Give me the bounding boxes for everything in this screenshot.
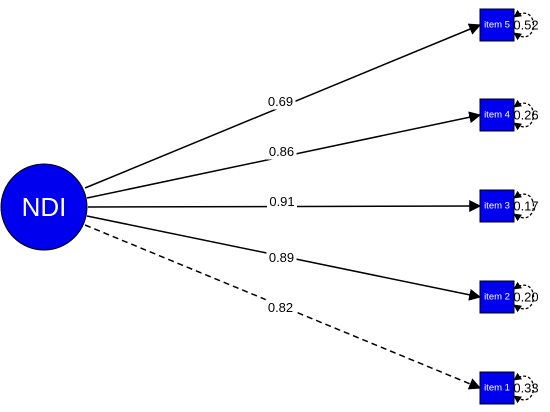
loading-label: 0.89 — [269, 250, 294, 265]
residual-variance-arrow — [513, 372, 534, 404]
loading-label-background — [266, 249, 297, 266]
residual-variance-label: 0.33 — [513, 381, 538, 396]
loading-label: 0.82 — [268, 300, 293, 315]
indicator-box — [479, 280, 515, 314]
indicator-label: item 4 — [484, 110, 510, 121]
residual-variance-label: 0.20 — [513, 290, 538, 305]
latent-factor-label: NDI — [22, 192, 67, 222]
indicator-label: item 3 — [484, 201, 510, 212]
residual-variance-arrow — [513, 9, 534, 41]
indicator-box — [479, 8, 515, 42]
residual-variance-arrow — [513, 99, 534, 131]
residual-variance-label: 0.17 — [513, 199, 538, 214]
residual-variance-label: 0.26 — [513, 108, 538, 123]
loading-label-background — [265, 299, 296, 316]
loading-label-background — [265, 93, 296, 110]
indicator-label: item 5 — [484, 20, 510, 31]
residual-variance-arrow — [513, 281, 534, 313]
residual-variance-label: 0.52 — [513, 18, 538, 33]
indicator-label: item 2 — [484, 292, 510, 303]
loading-label: 0.91 — [269, 194, 294, 209]
loading-edges: 0.69 0.86 0.91 0.89 0.82 — [84, 23, 482, 390]
latent-factor-node: NDI — [0, 163, 88, 251]
loading-label-background — [267, 193, 297, 210]
loading-label: 0.86 — [269, 144, 294, 159]
loading-label-background — [266, 143, 297, 160]
residual-variance-arrow — [513, 190, 534, 222]
loading-label: 0.69 — [268, 94, 293, 109]
indicator-label: item 1 — [484, 383, 510, 394]
latent-factor-circle — [0, 163, 88, 251]
